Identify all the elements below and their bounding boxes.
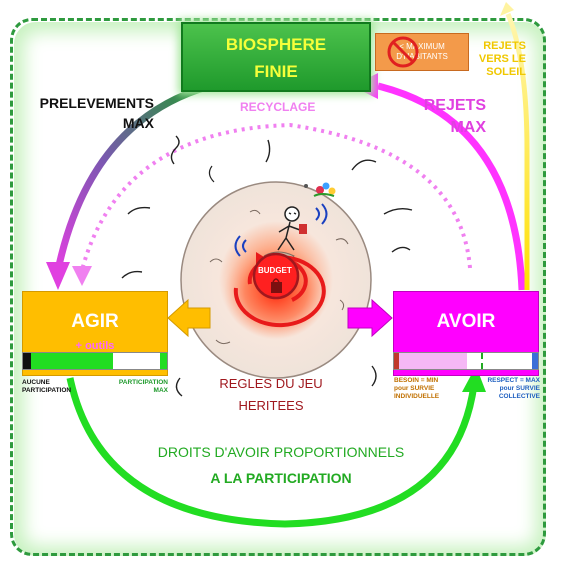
flower-icons	[304, 182, 336, 197]
avoir-bar-blue-segment	[532, 353, 538, 369]
besoin-line1: BESOIN = MIN	[394, 377, 439, 384]
droits-arrowhead	[462, 366, 486, 392]
avoir-bar-red-segment	[394, 353, 399, 369]
besoin-label: BESOIN = MIN pour SURVIE INDIVIDUELLE	[394, 377, 439, 401]
budget-label: BUDGET	[258, 266, 292, 275]
participation-max-line1: PARTICIPATION	[118, 379, 168, 386]
respect-label: RESPECT = MAX pour SURVIE COLLECTIVE	[478, 377, 540, 401]
stick-figure	[277, 206, 301, 251]
aucune-line1: AUCUNE	[22, 379, 50, 386]
participation-bar-max-segment	[160, 353, 167, 369]
budget-disc	[252, 252, 300, 300]
respect-line2: pour SURVIE	[499, 385, 540, 392]
rejets-soleil-line2: VERS LE	[478, 53, 526, 65]
max-habitants-box: < MAXIMUM D'HABITANTS	[375, 33, 469, 71]
budget-bag-icon	[271, 282, 282, 293]
besoin-line3: INDIVIDUELLE	[394, 393, 440, 400]
respect-line1: RESPECT = MAX	[487, 377, 540, 384]
recyclage-arrow	[80, 122, 472, 271]
rejets-soleil-line3: SOLEIL	[486, 66, 526, 78]
recyclage-arrowhead	[72, 266, 92, 286]
rejets-line2: MAX	[450, 119, 486, 136]
regles-line1: REGLES DU JEU	[219, 376, 323, 391]
biosphere-line2: FINIE	[254, 62, 298, 81]
agir-arrow	[167, 298, 211, 338]
avoir-bar-pink-segment	[399, 353, 467, 369]
agir-title: AGIR	[71, 311, 119, 332]
besoin-line2: pour SURVIE	[394, 385, 435, 392]
participation-bar-green-segment	[31, 353, 113, 369]
aucune-line2: PARTICIPATION	[22, 387, 72, 394]
participation-bar-black-segment	[23, 353, 31, 369]
participation-max-line2: MAX	[153, 387, 168, 394]
rejets-soleil-label: REJETS VERS LE SOLEIL	[460, 40, 526, 79]
aucune-participation-label: AUCUNE PARTICIPATION	[22, 379, 71, 395]
droits-line1: DROITS D'AVOIR PROPORTIONNELS	[157, 444, 405, 460]
prelevements-line1: PRELEVEMENTS	[39, 95, 154, 111]
rejets-label: REJETS MAX	[400, 95, 486, 139]
prohibition-icon	[387, 36, 419, 68]
recyclage-label: RECYCLAGE	[240, 100, 316, 114]
avoir-title: AVOIR	[436, 311, 496, 332]
participation-max-label: PARTICIPATION MAX	[112, 379, 168, 395]
figure-signal-waves	[234, 235, 247, 257]
rejets-soleil-line1: REJETS	[483, 40, 526, 52]
figure-signal-waves-right	[315, 203, 328, 225]
agir-subtitle: + outils	[75, 340, 115, 352]
prelevements-arrowhead	[46, 262, 70, 290]
biosphere-box: BIOSPHERE FINIE	[181, 22, 371, 92]
cosmic-sketch-lines	[121, 135, 413, 397]
droits-line2: A LA PARTICIPATION	[210, 470, 352, 486]
rejets-line1: REJETS	[423, 97, 486, 114]
max-habitants-line2: D'HABITANTS	[396, 52, 448, 61]
droits-arrow	[66, 377, 478, 528]
rejets-soleil-arrowhead	[500, 2, 514, 16]
regles-line2: HERITEES	[238, 398, 304, 413]
rock-sketches	[209, 209, 349, 345]
outer-dashed-frame	[10, 18, 546, 556]
figure-book	[299, 224, 307, 234]
prelevements-arrow	[54, 82, 211, 271]
regles-label: REGLES DU JEU HERITEES	[206, 373, 336, 417]
max-habitants-line1: < MAXIMUM	[399, 42, 445, 51]
avoir-arrow	[347, 298, 393, 338]
rejets-arrow	[377, 82, 526, 291]
respect-line3: COLLECTIVE	[498, 393, 540, 400]
rejets-soleil-arrow	[505, 13, 530, 290]
prelevements-label: PRELEVEMENTS MAX	[26, 93, 154, 133]
biosphere-line1: BIOSPHERE	[225, 35, 327, 54]
prelevements-line2: MAX	[122, 115, 154, 131]
avoir-bar-dashed-marker	[481, 353, 483, 369]
